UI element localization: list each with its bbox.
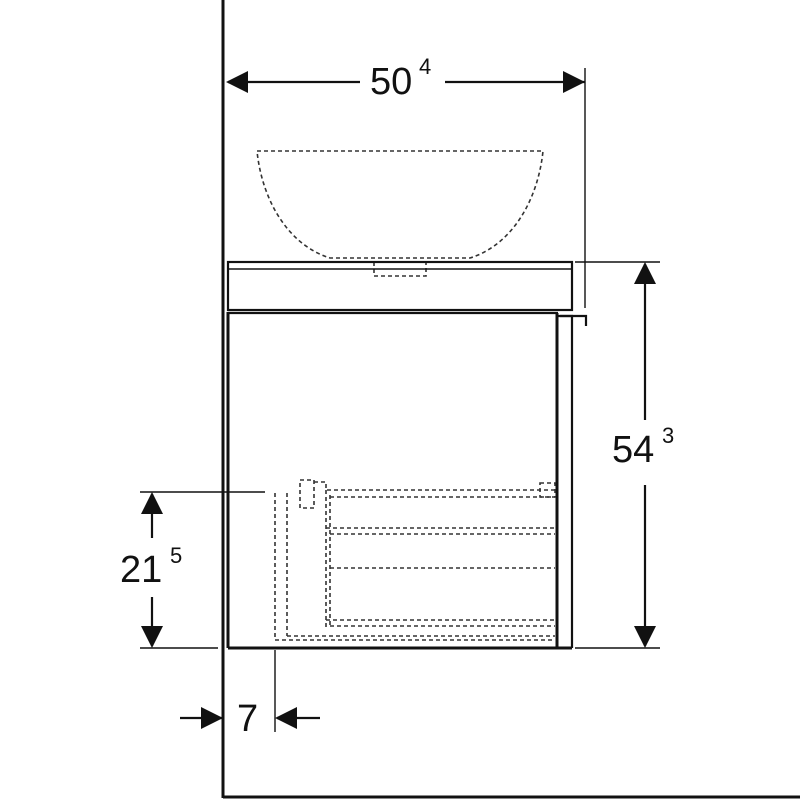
- dimension-height-drawer-value: 21: [120, 549, 162, 591]
- dimension-offset: 7: [180, 650, 320, 740]
- dimension-width-sup: 4: [419, 54, 431, 79]
- dimension-width-value: 50: [370, 61, 412, 103]
- dimension-height-total-value: 54: [612, 429, 654, 471]
- handle: [560, 314, 588, 326]
- dimension-height-drawer-sup: 5: [170, 543, 182, 568]
- dimension-height-total-sup: 3: [662, 423, 674, 448]
- dimension-offset-value: 7: [237, 698, 258, 740]
- dimension-width: 50 4: [226, 54, 586, 308]
- front-panel: [557, 314, 574, 648]
- dimension-height-drawer: 21 5: [120, 491, 265, 649]
- countertop: [226, 260, 574, 312]
- basin-outline: [256, 150, 544, 259]
- drawer-outline: [274, 479, 556, 641]
- dimension-height-total: 54 3: [575, 261, 674, 649]
